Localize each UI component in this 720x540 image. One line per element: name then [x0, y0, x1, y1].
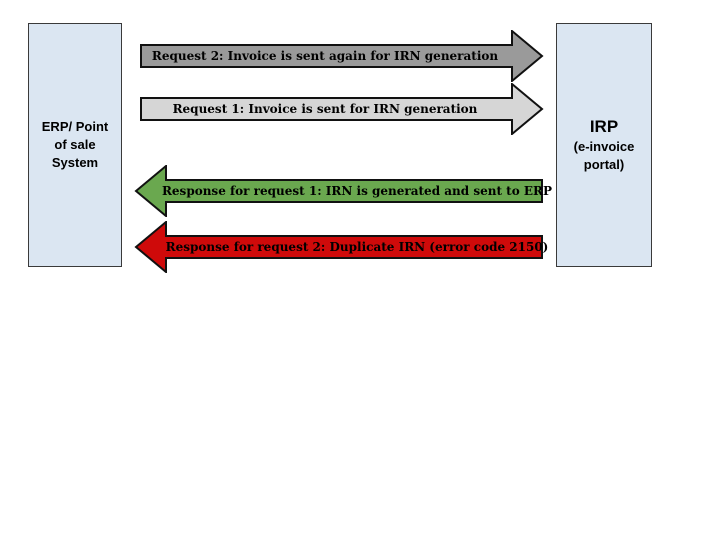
node-irp: IRP (e-invoice portal) — [556, 23, 652, 267]
arrow-request-2: Request 2: Invoice is sent again for IRN… — [140, 30, 544, 82]
left-arrow-shape — [134, 221, 543, 273]
arrow-response-2: Response for request 2: Duplicate IRN (e… — [134, 221, 549, 273]
node-irp-subtitle: (e-invoice portal) — [573, 139, 635, 172]
node-erp: ERP/ Point of sale System — [28, 23, 122, 267]
node-irp-title: IRP — [589, 117, 619, 136]
right-arrow-shape — [140, 30, 544, 82]
right-arrow-shape — [140, 83, 544, 135]
arrow-response-1-label: Response for request 1: IRN is generated… — [161, 184, 553, 198]
left-arrow-shape — [134, 165, 543, 217]
arrow-request-2-svg — [140, 30, 544, 82]
arrow-response-2-svg — [134, 221, 543, 273]
node-erp-label: ERP/ Point of sale System — [41, 119, 109, 170]
arrow-request-2-label: Request 2: Invoice is sent again for IRN… — [151, 49, 499, 63]
arrow-response-2-label: Response for request 2: Duplicate IRN (e… — [165, 240, 549, 254]
arrow-response-1: Response for request 1: IRN is generated… — [134, 165, 553, 217]
arrow-response-1-svg — [134, 165, 543, 217]
arrow-request-1-svg — [140, 83, 544, 135]
arrow-request-1: Request 1: Invoice is sent for IRN gener… — [140, 83, 544, 135]
arrow-request-1-label: Request 1: Invoice is sent for IRN gener… — [172, 102, 478, 116]
